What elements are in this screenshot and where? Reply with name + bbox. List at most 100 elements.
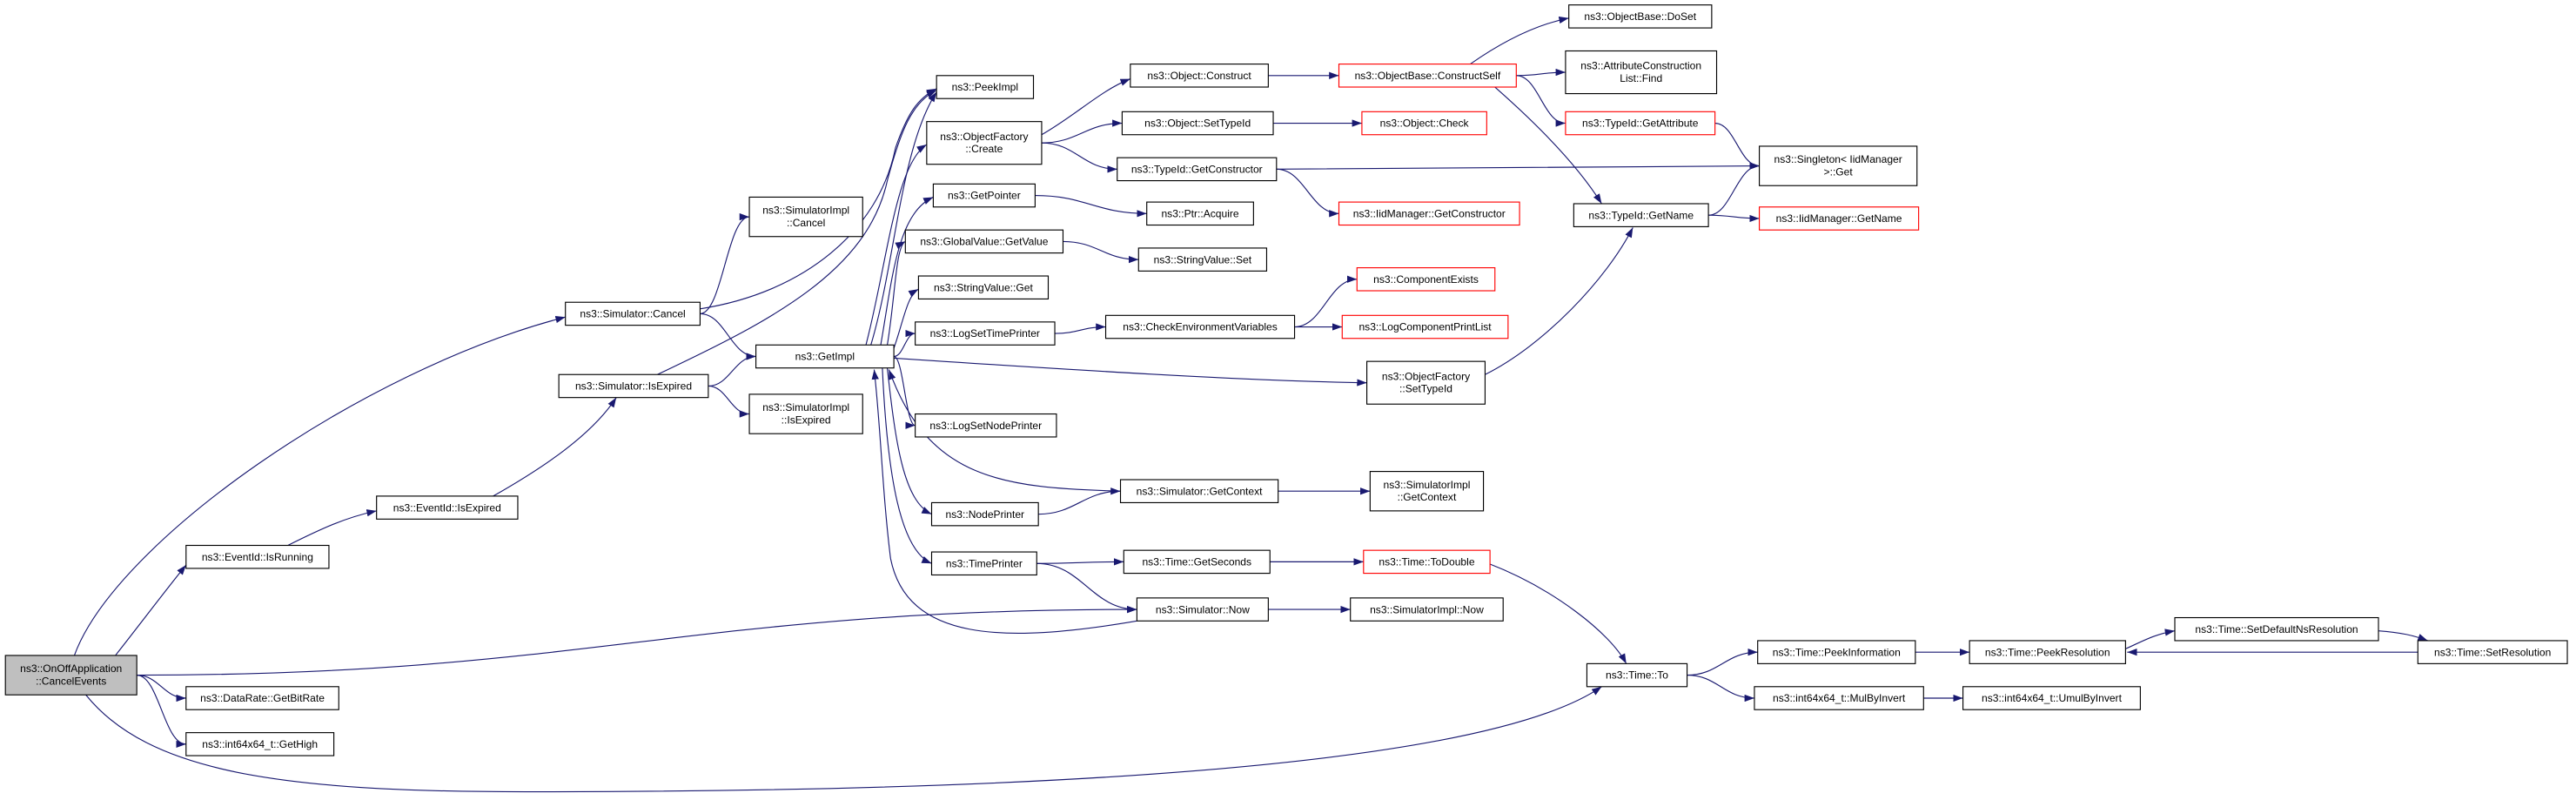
node-box	[1565, 50, 1718, 95]
call-edge	[700, 88, 937, 310]
node-ns3-int64x64-t-mulbyinvert[interactable]: ns3::int64x64_t::MulByInvert	[1754, 686, 1924, 710]
node-label: ns3::Object::SetTypeId	[1144, 118, 1251, 130]
node-ns3-typeid-getattribute[interactable]: ns3::TypeId::GetAttribute	[1565, 111, 1716, 136]
node-ns3-eventid-isexpired[interactable]: ns3::EventId::IsExpired	[376, 495, 519, 520]
node-box	[1573, 203, 1709, 227]
node-ns3-simulator-cancel[interactable]: ns3::Simulator::Cancel	[565, 301, 701, 326]
node-ns3-time-todouble[interactable]: ns3::Time::ToDouble	[1363, 549, 1491, 575]
node-box	[185, 732, 335, 756]
node-ns3-objectfactory-settypeid[interactable]: ns3::ObjectFactory::SetTypeId	[1366, 360, 1486, 405]
node-ns3-ptr-acquire[interactable]: ns3::Ptr::Acquire	[1146, 201, 1254, 226]
call-edge	[1494, 86, 1602, 205]
call-edge	[880, 196, 934, 346]
node-ns3-timeprinter[interactable]: ns3::TimePrinter	[930, 551, 1037, 576]
call-edge	[1485, 227, 1633, 375]
node-ns3-simulatorimpl-isexpired[interactable]: ns3::SimulatorImpl::IsExpired	[748, 393, 863, 434]
node-ns3-iidmanager-getname[interactable]: ns3::IidManager::GetName	[1759, 206, 1920, 231]
node-label: ns3::ObjectFactory	[940, 131, 1028, 143]
node-label: ns3::Time::SetResolution	[2434, 646, 2551, 658]
call-edge	[700, 212, 750, 314]
call-edge	[287, 509, 377, 547]
call-edge	[137, 675, 186, 703]
node-ns3-simulatorimpl-cancel[interactable]: ns3::SimulatorImpl::Cancel	[748, 196, 863, 238]
call-edge	[1035, 194, 1147, 218]
node-ns3-logcomponentprintlist[interactable]: ns3::LogComponentPrintList	[1341, 314, 1509, 339]
node-ns3-stringvalue-get[interactable]: ns3::StringValue::Get	[917, 275, 1050, 300]
node-label: ns3::Time::PeekInformation	[1773, 646, 1901, 658]
node-ns3-nodeprinter[interactable]: ns3::NodePrinter	[930, 501, 1039, 527]
node-ns3-globalvalue-getvalue[interactable]: ns3::GlobalValue::GetValue	[904, 229, 1064, 254]
call-edge	[708, 353, 756, 387]
node-label: ns3::int64x64_t::MulByInvert	[1773, 692, 1906, 704]
node-ns3-typeid-getname[interactable]: ns3::TypeId::GetName	[1573, 203, 1709, 227]
node-label: ns3::LogSetTimePrinter	[930, 327, 1040, 339]
node-ns3-object-construct[interactable]: ns3::Object::Construct	[1130, 64, 1269, 88]
node-ns3-simulatorimpl-now[interactable]: ns3::SimulatorImpl::Now	[1350, 597, 1504, 622]
node-ns3-objectfactory-create[interactable]: ns3::ObjectFactory::Create	[926, 121, 1043, 165]
node-ns3-iidmanager-getconstructor[interactable]: ns3::IidManager::GetConstructor	[1338, 201, 1520, 226]
node-ns3-object-settypeid[interactable]: ns3::Object::SetTypeId	[1121, 111, 1274, 136]
node-label: ns3::GetPointer	[948, 190, 1021, 202]
node-ns3-singleton-iidmanager-get[interactable]: ns3::Singleton< IidManager>::Get	[1759, 145, 1918, 186]
node-box	[1586, 662, 1688, 688]
node-box	[915, 413, 1057, 438]
call-edge	[870, 91, 937, 346]
node-box	[755, 344, 895, 369]
node-ns3-simulator-isexpired[interactable]: ns3::Simulator::IsExpired	[558, 373, 709, 399]
node-label: ns3::TimePrinter	[946, 557, 1023, 569]
node-label: ::Cancel	[787, 217, 825, 229]
node-box	[2417, 640, 2568, 664]
call-edge	[1055, 323, 1106, 334]
node-box	[185, 686, 339, 710]
node-ns3-getpointer[interactable]: ns3::GetPointer	[932, 183, 1036, 208]
node-box	[1338, 64, 1517, 88]
call-edge	[886, 240, 906, 346]
call-edge	[2378, 630, 2428, 642]
node-ns3-eventid-isrunning[interactable]: ns3::EventId::IsRunning	[185, 544, 330, 569]
node-ns3-time-setdefaultnsresolution[interactable]: ns3::Time::SetDefaultNsResolution	[2174, 616, 2379, 642]
node-label: ns3::TypeId::GetAttribute	[1582, 118, 1699, 130]
node-ns3-onoffapplication-cancelevents[interactable]: ns3::OnOffApplication::CancelEvents	[4, 655, 138, 696]
node-ns3-checkenvironmentvariables[interactable]: ns3::CheckEnvironmentVariables	[1104, 314, 1296, 339]
node-ns3-object-check[interactable]: ns3::Object::Check	[1361, 111, 1487, 136]
node-ns3-peekimpl[interactable]: ns3::PeekImpl	[936, 75, 1035, 99]
node-ns3-datarate-getbitrate[interactable]: ns3::DataRate::GetBitRate	[185, 686, 339, 710]
node-ns3-simulatorimpl-getcontext[interactable]: ns3::SimulatorImpl::GetContext	[1369, 471, 1485, 512]
node-ns3-time-setresolution[interactable]: ns3::Time::SetResolution	[2417, 640, 2568, 664]
node-label: ns3::DataRate::GetBitRate	[200, 692, 325, 704]
call-edge	[493, 397, 617, 497]
node-ns3-typeid-getconstructor[interactable]: ns3::TypeId::GetConstructor	[1117, 157, 1278, 182]
node-ns3-objectbase-doset[interactable]: ns3::ObjectBase::DoSet	[1568, 4, 1713, 29]
node-label: ns3::ObjectBase::ConstructSelf	[1355, 70, 1501, 82]
node-ns3-int64x64-t-gethigh[interactable]: ns3::int64x64_t::GetHigh	[185, 732, 335, 756]
node-ns3-logsetnodeprinter[interactable]: ns3::LogSetNodePrinter	[915, 413, 1057, 438]
node-ns3-simulator-now[interactable]: ns3::Simulator::Now	[1136, 597, 1269, 622]
node-ns3-componentexists[interactable]: ns3::ComponentExists	[1356, 267, 1496, 292]
node-ns3-objectbase-constructself[interactable]: ns3::ObjectBase::ConstructSelf	[1338, 64, 1517, 88]
node-box	[1137, 247, 1268, 272]
node-ns3-time-getseconds[interactable]: ns3::Time::GetSeconds	[1123, 549, 1271, 575]
node-box	[1350, 597, 1504, 622]
node-ns3-time-peekresolution[interactable]: ns3::Time::PeekResolution	[1969, 640, 2126, 664]
node-label: ::Create	[965, 143, 1003, 155]
call-edge	[115, 564, 187, 656]
call-edge	[708, 385, 750, 418]
node-ns3-int64x64-t-umulbyinvert[interactable]: ns3::int64x64_t::UmulByInvert	[1962, 686, 2141, 710]
node-box	[1759, 145, 1918, 186]
node-ns3-simulator-getcontext[interactable]: ns3::Simulator::GetContext	[1119, 479, 1279, 504]
call-edge	[1294, 275, 1358, 328]
node-label: ns3::StringValue::Get	[934, 281, 1033, 293]
node-label: ns3::Time::SetDefaultNsResolution	[2195, 623, 2358, 635]
node-ns3-getimpl[interactable]: ns3::GetImpl	[755, 344, 895, 369]
node-ns3-time-peekinformation[interactable]: ns3::Time::PeekInformation	[1757, 640, 1916, 664]
node-ns3-logsettimeprinter[interactable]: ns3::LogSetTimePrinter	[915, 321, 1056, 346]
node-label: ns3::GlobalValue::GetValue	[920, 236, 1048, 248]
node-ns3-time-to[interactable]: ns3::Time::To	[1586, 662, 1688, 688]
node-box	[1121, 111, 1274, 136]
call-edge	[1516, 68, 1566, 77]
node-ns3-stringvalue-set[interactable]: ns3::StringValue::Set	[1137, 247, 1268, 272]
call-edge	[882, 367, 932, 564]
